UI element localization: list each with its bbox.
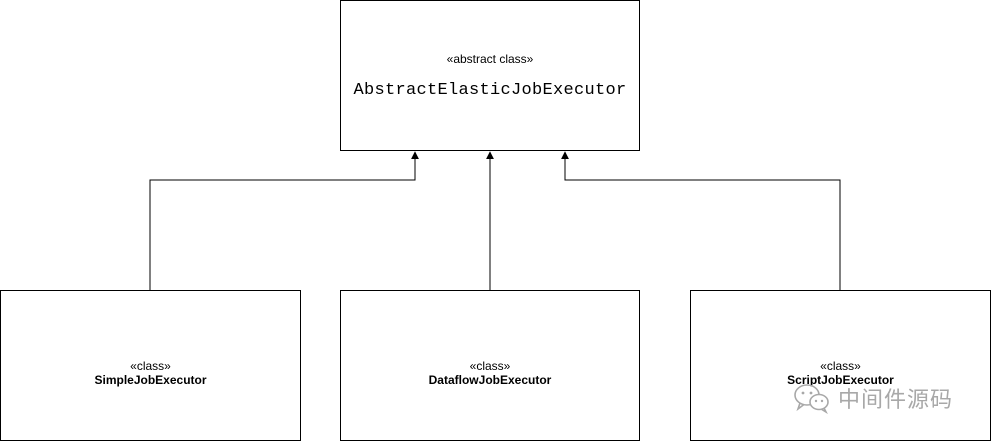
child-class-name: ScriptJobExecutor — [787, 372, 894, 387]
connector-script — [561, 151, 841, 290]
abstract-class-box[interactable]: «abstract class» AbstractElasticJobExecu… — [340, 0, 640, 151]
child-stereotype: «class» — [469, 358, 511, 373]
parent-stereotype: «abstract class» — [446, 51, 534, 66]
child-class-name: DataflowJobExecutor — [428, 372, 552, 387]
dataflow-job-executor-box[interactable]: «class» DataflowJobExecutor — [340, 290, 640, 441]
simple-job-executor-box[interactable]: «class» SimpleJobExecutor — [0, 290, 301, 441]
child-stereotype: «class» — [820, 358, 861, 373]
child-class-name: SimpleJobExecutor — [94, 372, 207, 387]
watermark-text: 中间件源码 — [838, 388, 954, 413]
connector-simple — [149, 151, 419, 290]
watermark: 中间件源码 — [792, 380, 972, 416]
parent-class-name: AbstractElasticJobExecutor — [353, 80, 627, 100]
script-job-executor-box[interactable]: «class» ScriptJobExecutor — [690, 290, 991, 441]
wechat-icon — [794, 384, 829, 414]
child-stereotype: «class» — [130, 358, 171, 373]
